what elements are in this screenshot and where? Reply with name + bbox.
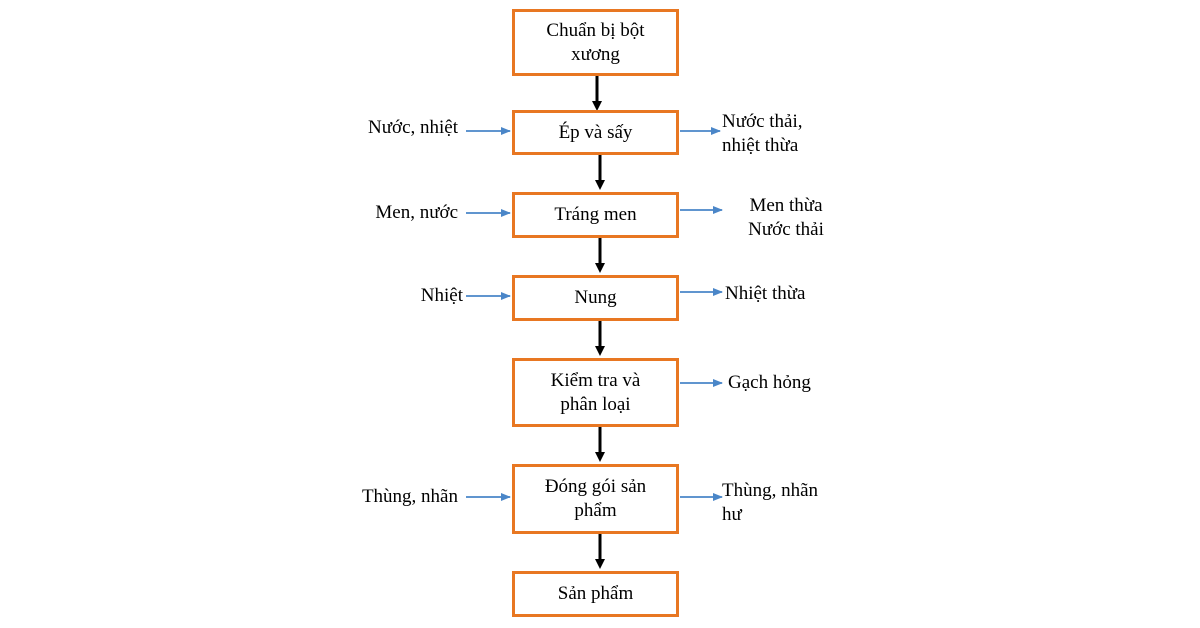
output-label-excess-heat: Nhiệt thừa <box>725 283 806 304</box>
input-label-glaze-water: Men, nước <box>375 202 458 223</box>
output-label-defective-tiles: Gạch hỏng <box>728 372 811 393</box>
step-label: Nung <box>574 287 617 308</box>
step-box-inspect-and-sort: Kiểm tra và phân loại <box>512 358 679 427</box>
output-label-wastewater-excess-heat: Nước thải, nhiệt thừa <box>722 111 803 156</box>
step-box-press-and-dry: Ép và sấy <box>512 110 679 155</box>
step-label: Đóng gói sản phẩm <box>544 476 647 521</box>
step-label: Kiểm tra và phân loại <box>550 369 641 415</box>
step-label: Sản phẩm <box>557 583 634 604</box>
step-box-glazing: Tráng men <box>512 192 679 238</box>
step-box-prepare-bone-powder: Chuẩn bị bột xương <box>512 9 679 76</box>
step-label: Ép và sấy <box>558 121 633 143</box>
step-label: Tráng men <box>554 204 637 225</box>
output-label-excess-glaze-wastewater: Men thừa Nước thải <box>748 195 824 240</box>
step-label: Chuẩn bị bột xương <box>546 19 645 65</box>
step-box-firing: Nung <box>512 275 679 321</box>
step-box-packaging: Đóng gói sản phẩm <box>512 464 679 534</box>
input-label-heat: Nhiệt <box>420 285 463 306</box>
output-label-damaged-box-label: Thùng, nhãn hư <box>722 480 819 525</box>
step-box-product: Sản phẩm <box>512 571 679 617</box>
input-label-box-label: Thùng, nhãn <box>361 486 458 507</box>
input-label-water-heat: Nước, nhiệt <box>368 117 458 138</box>
